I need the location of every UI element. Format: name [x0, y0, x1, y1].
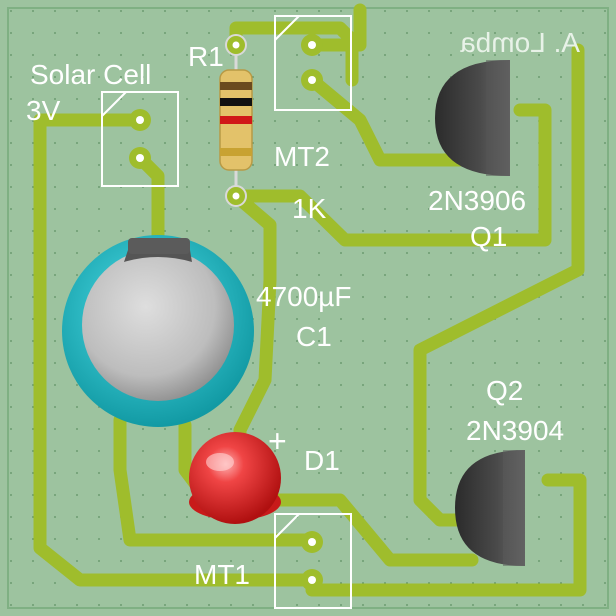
mt1-connector-notch [274, 513, 300, 539]
label-c1: C1 [296, 321, 332, 352]
label-solar-voltage: 3V [26, 95, 61, 126]
label-author: A. Lomba [460, 27, 580, 58]
label-q2: Q2 [486, 375, 523, 406]
resistor-r1 [219, 34, 253, 207]
capacitor-c1 [62, 235, 254, 427]
r1-band-1 [220, 82, 252, 90]
label-c1-value: 4700µF [256, 281, 352, 312]
trace-right-q1-q2 [413, 43, 585, 527]
label-solar-cell: Solar Cell [30, 59, 151, 90]
label-r1: R1 [188, 41, 224, 72]
r1-band-4 [220, 148, 252, 156]
label-d1-plus: + [268, 423, 287, 459]
r1-band-3 [220, 116, 252, 124]
transistor-q2 [455, 450, 525, 566]
r1-band-2 [220, 98, 252, 106]
mt2-connector-outline [274, 15, 352, 111]
solar-connector-outline [101, 91, 179, 187]
label-q1: Q1 [470, 221, 507, 252]
label-mt2: MT2 [274, 141, 330, 172]
label-q2-part: 2N3904 [466, 415, 564, 446]
label-mt1: MT1 [194, 559, 250, 590]
label-d1: D1 [304, 445, 340, 476]
transistor-q1 [435, 60, 510, 176]
label-r1-value: 1K [292, 193, 327, 224]
trace-q2-to-mt1 [305, 473, 587, 597]
c1-body [82, 249, 234, 401]
mt2-connector-notch [274, 15, 300, 41]
trace-cap-to-led [113, 413, 319, 547]
trace-left-outer [33, 113, 319, 587]
mt1-connector-outline [274, 513, 352, 609]
trace-r1-to-q1 [229, 103, 552, 247]
label-q1-part: 2N3906 [428, 185, 526, 216]
solar-connector-notch [101, 91, 127, 117]
trace-mt2-to-q1 [305, 3, 367, 52]
led-d1 [189, 432, 281, 524]
trace-mt2-lower [305, 73, 487, 167]
